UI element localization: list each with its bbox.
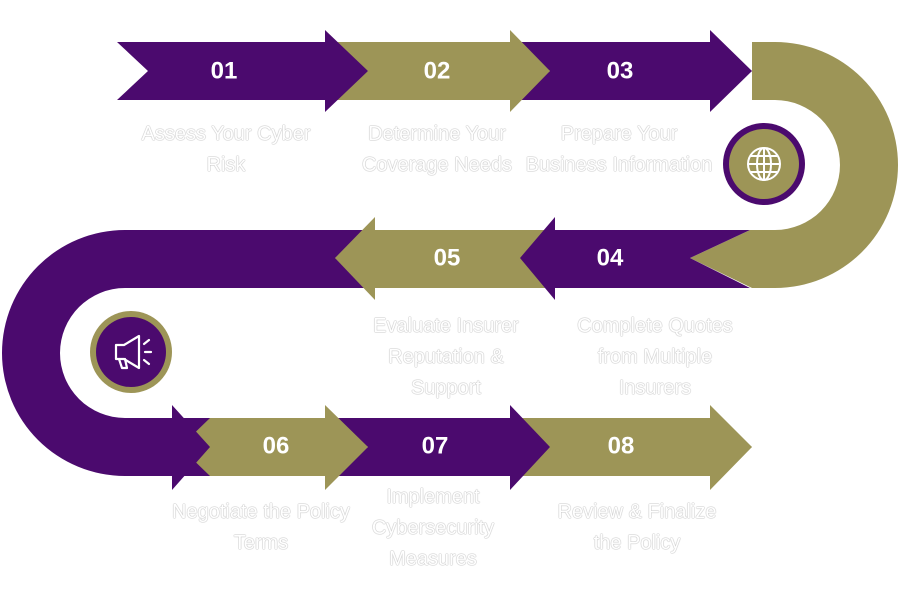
step-02-arrow: [325, 42, 550, 100]
step-02-number: 02: [424, 58, 451, 85]
step-08-number: 08: [608, 433, 635, 460]
step-06-number: 06: [263, 433, 290, 460]
arrow-flare: [172, 405, 210, 490]
step-07-label: Implement Cybersecurity Measures: [371, 486, 495, 570]
step-04-number: 04: [597, 245, 624, 272]
step-08-arrow: [510, 418, 752, 476]
step-05-number: 05: [434, 245, 461, 272]
arrow-flare: [710, 30, 752, 112]
left-curve: [2, 230, 375, 476]
step-01-number: 01: [211, 58, 238, 85]
megaphone-icon: [90, 311, 172, 393]
arrow-flare: [335, 217, 375, 300]
step-01-arrow: [117, 42, 368, 100]
step-04-arrow: [520, 230, 750, 288]
step-04-label: Complete Quotes from Multiple Insurers: [577, 315, 733, 399]
globe-icon: [723, 123, 805, 205]
arrow-flare: [325, 30, 368, 112]
step-05-label: Evaluate Insurer Reputation & Support: [373, 315, 519, 399]
step-07-number: 07: [422, 433, 449, 460]
step-06-label: Negotiate the Policy Terms: [172, 501, 350, 554]
step-05-arrow: [335, 230, 555, 288]
step-01-label: Assess Your Cyber Risk: [141, 123, 311, 176]
arrow-flare: [510, 405, 550, 490]
step-08-label: Review & Finalize the Policy: [557, 501, 717, 554]
step-07-arrow: [325, 418, 550, 476]
right-curve: [690, 42, 898, 288]
step-02-label: Determine Your Coverage Needs: [361, 123, 513, 176]
step-03-number: 03: [607, 58, 634, 85]
arrow-flare: [710, 405, 752, 490]
step-03-arrow: [510, 42, 752, 100]
arrow-flare: [520, 217, 555, 300]
step-03-label: Prepare Your Business Information: [525, 123, 713, 176]
arrow-flare: [510, 30, 550, 112]
arrow-flare: [325, 405, 368, 490]
step-06-arrow: [180, 418, 368, 476]
